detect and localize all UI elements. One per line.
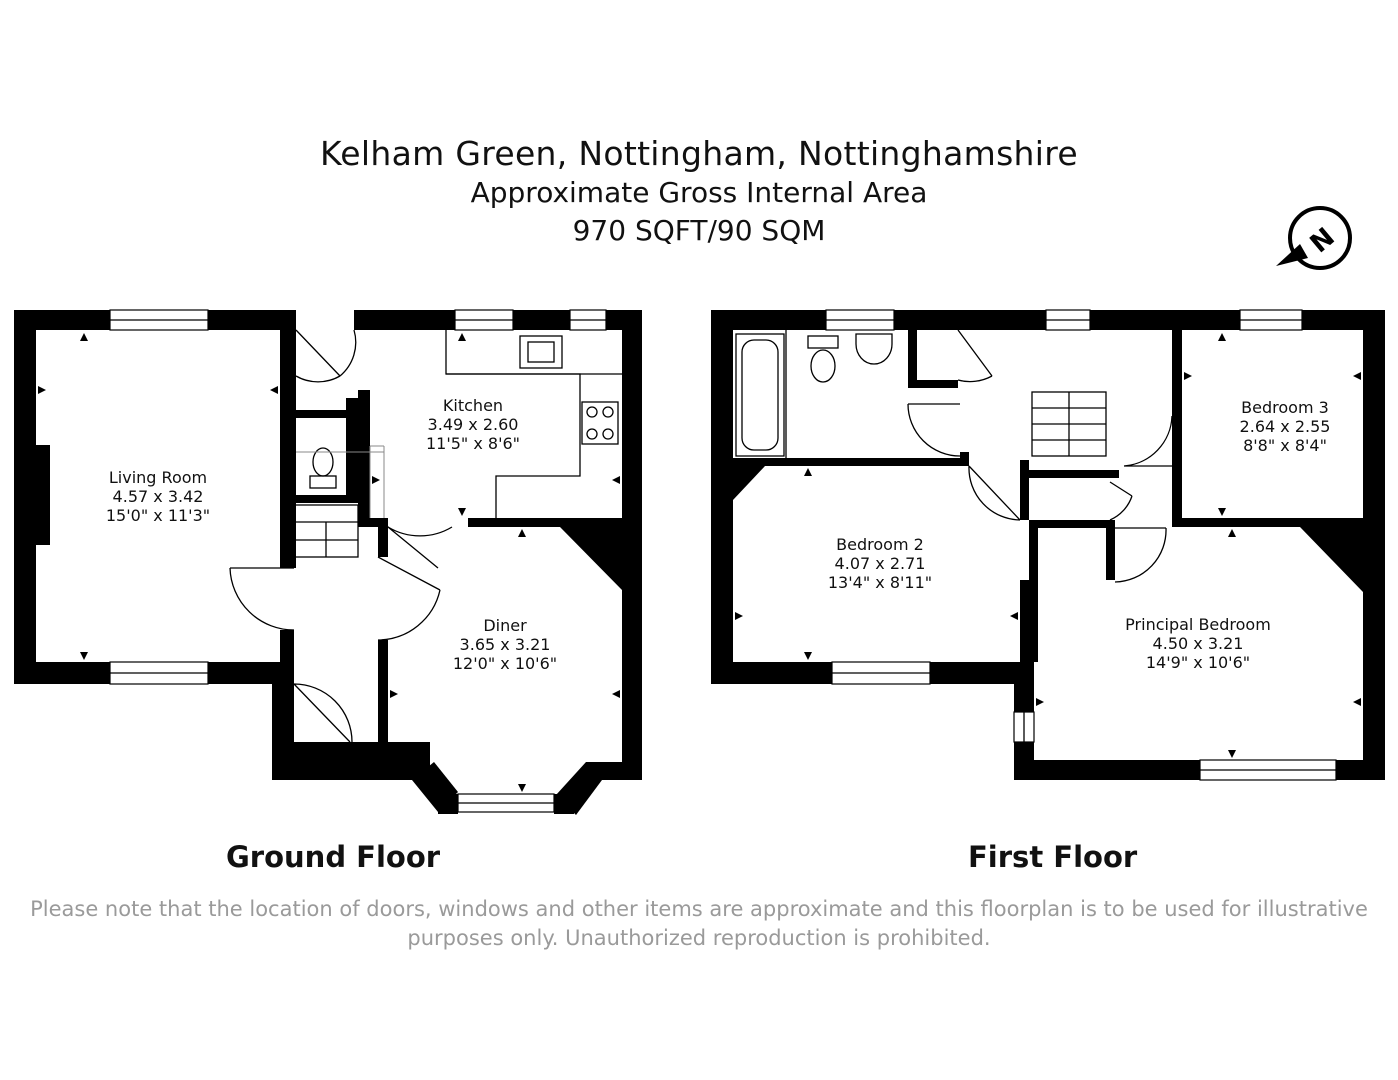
wall: [586, 762, 642, 780]
wall: [378, 527, 388, 557]
hob-icon: [581, 401, 619, 445]
kitchen-metric: 3.49 x 2.60: [428, 415, 519, 434]
diner-name: Diner: [483, 616, 527, 635]
door: [1109, 481, 1133, 521]
sink-icon: [519, 335, 563, 369]
gross-area: 970 SQFT/90 SQM: [572, 214, 826, 247]
kitchen-name: Kitchen: [443, 396, 503, 415]
wall: [358, 390, 370, 520]
door: [907, 403, 961, 457]
bedroom2-metric: 4.07 x 2.71: [835, 554, 926, 573]
wall: [908, 380, 958, 388]
diner-metric: 3.65 x 3.21: [460, 635, 551, 654]
wall: [272, 742, 430, 780]
wall: [1020, 460, 1029, 520]
disclaimer-line-1: Please note that the location of doors, …: [30, 897, 1368, 921]
wall: [908, 330, 917, 388]
living-room-imperial: 15'0" x 11'3": [106, 506, 210, 525]
wall: [960, 452, 969, 466]
wall: [733, 458, 969, 466]
toilet-icon: [810, 349, 836, 383]
bedroom2-imperial: 13'4" x 8'11": [828, 573, 932, 592]
principal-bedroom-name: Principal Bedroom: [1125, 615, 1271, 634]
wall: [1106, 520, 1115, 580]
wall: [622, 310, 642, 780]
wall: [1029, 520, 1113, 528]
door: [1114, 527, 1167, 583]
wall: [711, 310, 733, 684]
ground-floor-plan: [14, 309, 642, 815]
diner-imperial: 12'0" x 10'6": [453, 654, 557, 673]
wall: [14, 310, 36, 684]
principal-bedroom-imperial: 14'9" x 10'6": [1146, 653, 1250, 672]
wall: [296, 495, 358, 503]
wall: [280, 630, 294, 684]
wall: [1172, 518, 1363, 527]
door: [229, 567, 295, 631]
door: [295, 329, 341, 383]
door: [293, 683, 353, 743]
wall: [296, 410, 358, 418]
wall: [1020, 580, 1029, 684]
title-block: Kelham Green, Nottingham, Nottinghamshir…: [0, 134, 1398, 250]
wall: [280, 310, 296, 568]
chimney-breast: [36, 445, 50, 545]
wall: [438, 794, 458, 814]
page-title: Kelham Green, Nottingham, Nottinghamshir…: [320, 134, 1078, 173]
door: [377, 556, 441, 641]
bedroom2-name: Bedroom 2: [836, 535, 924, 554]
wall: [468, 518, 622, 527]
wall: [346, 398, 358, 503]
basin-icon: [855, 333, 893, 365]
wall: [1172, 330, 1182, 524]
door: [387, 526, 453, 569]
wall: [378, 640, 388, 762]
wall: [554, 794, 574, 814]
bedroom3-imperial: 8'8" x 8'4": [1243, 436, 1327, 455]
wall: [1029, 470, 1119, 478]
kitchen-imperial: 11'5" x 8'6": [426, 434, 520, 453]
wall: [733, 466, 765, 500]
door: [968, 465, 1021, 521]
wall: [272, 684, 294, 780]
bedroom3-name: Bedroom 3: [1241, 398, 1329, 417]
door: [957, 329, 993, 383]
wall: [560, 527, 622, 590]
living-room-metric: 4.57 x 3.42: [113, 487, 204, 506]
ground-floor-label: Ground Floor: [226, 840, 441, 874]
disclaimer: Please note that the location of doors, …: [0, 895, 1398, 953]
wall: [358, 518, 388, 527]
wall: [1029, 520, 1038, 662]
page-subtitle: Approximate Gross Internal Area: [470, 176, 928, 209]
north-arrow-icon: N: [1276, 206, 1352, 270]
worktop: [445, 330, 581, 518]
door: [339, 329, 357, 377]
living-room-name: Living Room: [109, 468, 207, 487]
bedroom3-metric: 2.64 x 2.55: [1240, 417, 1331, 436]
principal-bedroom-metric: 4.50 x 3.21: [1153, 634, 1244, 653]
wall: [1300, 527, 1363, 592]
first-floor-label: First Floor: [968, 840, 1138, 874]
north-label: N: [1305, 222, 1341, 259]
wall: [1363, 310, 1385, 780]
disclaimer-line-2: purposes only. Unauthorized reproduction…: [407, 926, 991, 950]
door: [1123, 415, 1173, 467]
first-floor-plan: [711, 309, 1385, 781]
bath-icon: [735, 333, 785, 457]
